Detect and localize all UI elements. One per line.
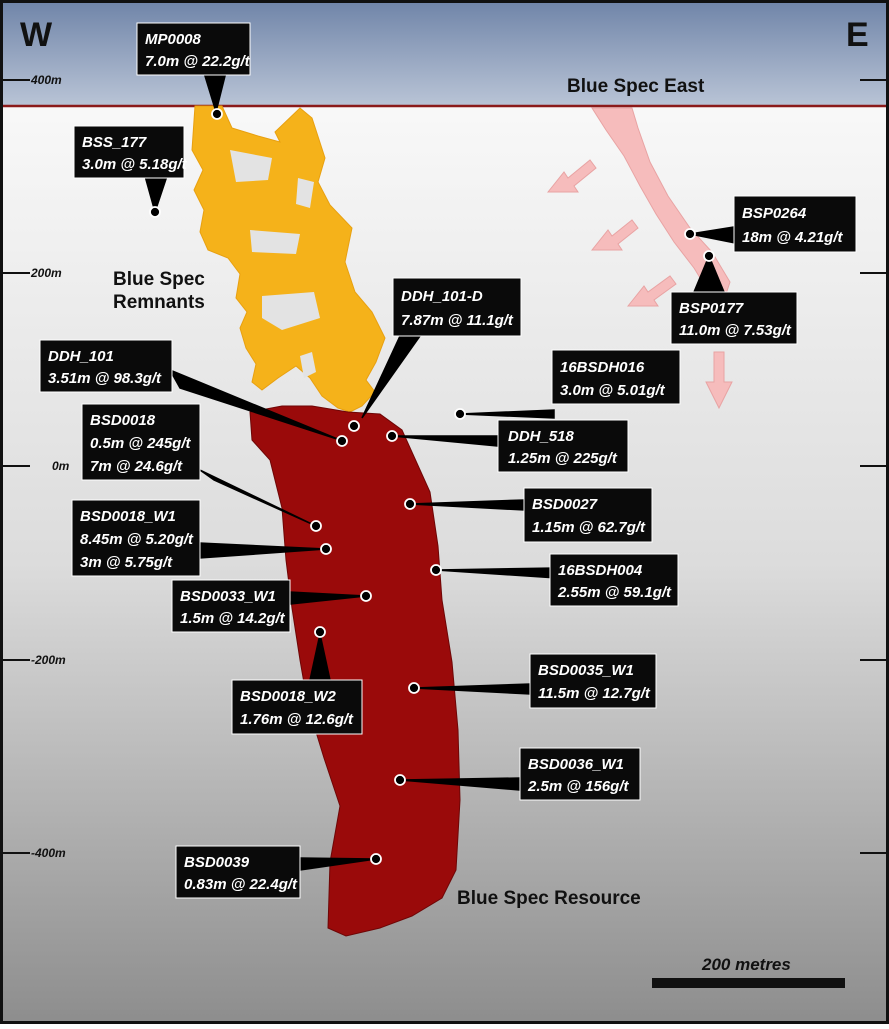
callout-grade: 1.76m @ 12.6g/t [240,711,354,728]
callout-grade: 7m @ 24.6g/t [90,458,183,475]
callout-grade: 0.5m @ 245g/t [90,435,192,452]
callout-hole-id: BSS_177 [82,134,147,151]
region-title-remnants-line1: Blue Spec [113,269,205,290]
elevation-label-minus-200: -200m [31,653,66,667]
callout-grade: 2.55m @ 59.1g/t [557,584,672,601]
elevation-label-400: 400m [30,73,62,87]
elevation-label-minus-400: -400m [31,846,66,860]
remnants-voids [230,150,320,378]
region-title-resource: Blue Spec Resource [457,888,641,909]
callout-grade: 11.5m @ 12.7g/t [538,685,651,702]
callout-grade: 1.15m @ 62.7g/t [532,519,646,536]
callout-grade: 8.45m @ 5.20g/t [80,531,194,548]
callout-bsd0018-w2: BSD0018_W2 1.76m @ 12.6g/t [231,679,363,735]
callout-ddh-101-d: DDH_101-D 7.87m @ 11.1g/t [392,277,522,337]
callout-bsp0177: BSP0177 11.0m @ 7.53g/t [670,291,798,345]
callout-hole-id: BSD0033_W1 [180,588,276,605]
callout-grade: 3.51m @ 98.3g/t [48,370,162,387]
callout-hole-id: DDH_101-D [401,288,483,305]
callout-hole-id: BSD0036_W1 [528,756,624,773]
elevation-label-200: 200m [30,266,62,280]
callout-grade: 3.0m @ 5.01g/t [560,382,666,399]
callout-hole-id: DDH_101 [48,348,114,365]
callout-ddh-518: DDH_518 1.25m @ 225g/t [497,419,629,473]
callout-hole-id: BSD0027 [532,496,598,513]
callout-grade: 3.0m @ 5.18g/t [82,156,188,173]
region-title-east: Blue Spec East [567,76,705,97]
callout-bss-177: BSS_177 3.0m @ 5.18g/t [73,125,188,179]
callout-grade: 0.83m @ 22.4g/t [184,876,298,893]
remnants-orebody [191,105,386,413]
callout-hole-id: 16BSDH016 [560,359,645,376]
callout-hole-id: BSD0018_W2 [240,688,337,705]
region-title-remnants-line2: Remnants [113,292,205,313]
callout-bsp0264: BSP0264 18m @ 4.21g/t [733,195,857,253]
callout-grade: 11.0m @ 7.53g/t [679,322,792,339]
callout-16bsdh016: 16BSDH016 3.0m @ 5.01g/t [551,349,681,405]
callout-hole-id: BSP0177 [679,300,744,317]
callout-bsd0018: BSD0018 0.5m @ 245g/t 7m @ 24.6g/t [81,403,201,481]
elevation-label-0: 0m [52,459,70,473]
compass-east: E [846,16,869,54]
callout-grade: 1.25m @ 225g/t [508,450,618,467]
callout-16bsdh004: 16BSDH004 2.55m @ 59.1g/t [549,553,679,607]
scale-bar [652,978,845,988]
callout-grade: 1.5m @ 14.2g/t [180,610,286,627]
leader-lines [144,75,741,871]
callout-bsd0039: BSD0039 0.83m @ 22.4g/t [175,845,301,899]
compass-west: W [20,16,53,54]
callout-hole-id: BSD0035_W1 [538,662,634,679]
callout-hole-id: BSP0264 [742,205,807,222]
callout-bsd0027: BSD0027 1.15m @ 62.7g/t [523,487,653,543]
callout-ddh-101: DDH_101 3.51m @ 98.3g/t [39,339,173,393]
callout-hole-id: BSD0018 [90,412,156,429]
callout-bsd0018-w1: BSD0018_W1 8.45m @ 5.20g/t 3m @ 5.75g/t [71,499,201,577]
callout-hole-id: MP0008 [145,31,202,48]
callout-grade: 18m @ 4.21g/t [742,229,844,246]
callout-grade: 7.87m @ 11.1g/t [401,312,514,329]
callout-grade: 2.5m @ 156g/t [527,778,630,795]
drill-hole-markers [149,108,715,865]
callout-hole-id: BSD0018_W1 [80,508,176,525]
callout-mp0008: MP0008 7.0m @ 22.2g/t [136,22,251,76]
sky-band [0,0,889,106]
plunge-arrows [546,159,733,410]
scale-bar-label: 200 metres [701,955,791,974]
elevation-ticks [3,79,886,854]
callout-hole-id: DDH_518 [508,428,575,445]
callout-grade: 7.0m @ 22.2g/t [145,53,251,70]
callout-hole-id: 16BSDH004 [558,562,643,579]
callout-grade: 3m @ 5.75g/t [80,554,173,571]
callout-bsd0035-w1: BSD0035_W1 11.5m @ 12.7g/t [529,653,657,709]
callout-bsd0033-w1: BSD0033_W1 1.5m @ 14.2g/t [171,579,291,633]
callout-bsd0036-w1: BSD0036_W1 2.5m @ 156g/t [519,747,641,801]
callout-hole-id: BSD0039 [184,854,250,871]
